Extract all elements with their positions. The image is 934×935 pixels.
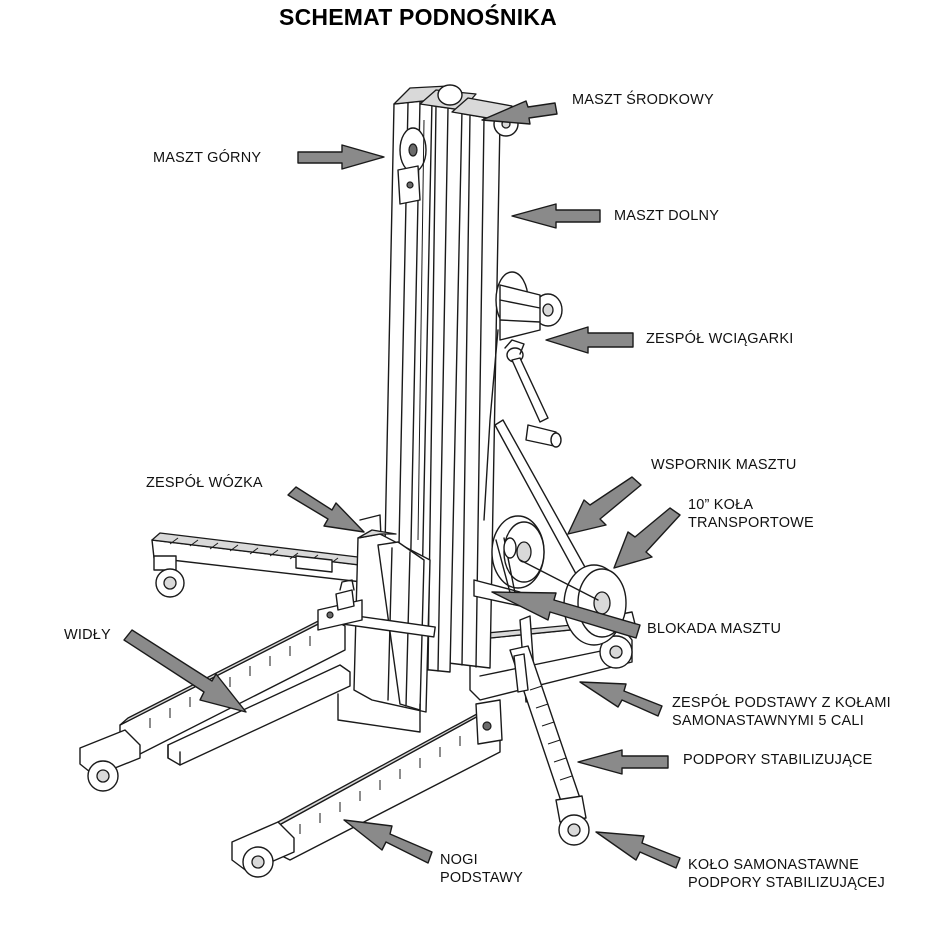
diagram-title: SCHEMAT PODNOŚNIKA [279,4,557,30]
label-nogi-podstawy: NOGI PODSTAWY [440,852,523,886]
winch-assembly [483,271,563,521]
arrow-maszt-srodkowy [481,100,558,125]
arrow-podpory-stabilizujace [577,749,669,775]
label-widly: WIDŁY [64,627,111,643]
label-zespol-wciagarki: ZESPÓŁ WCIĄGARKI [646,331,794,347]
label-maszt-dolny: MASZT DOLNY [614,208,720,224]
carriage [317,529,436,733]
arrow-kola-transportowe [613,507,681,569]
arrow-zespol-wciagarki [545,326,634,354]
outrigger [509,645,590,846]
label-zespol-wozka: ZESPÓŁ WÓZKA [146,475,263,491]
mast [381,84,519,696]
arrow-blokada-masztu [491,591,641,639]
arrow-maszt-dolny [511,203,601,229]
label-blokada-masztu: BLOKADA MASZTU [647,621,782,637]
label-podpory-stabilizujace: PODPORY STABILIZUJĄCE [683,752,873,768]
rear-base-leg [151,514,383,598]
label-kolo-samonastawne: KOŁO SAMONASTAWNE PODPORY STABILIZUJĄCEJ [688,857,885,891]
label-maszt-srodkowy: MASZT ŚRODKOWY [572,92,714,108]
arrow-zespol-podstawy [579,681,663,717]
callout-arrows [123,100,681,869]
fork-right [231,699,503,878]
arrow-maszt-gorny [297,144,385,170]
arrow-widly [123,629,247,713]
label-maszt-gorny: MASZT GÓRNY [153,150,262,166]
label-wspornik-masztu: WSPORNIK MASZTU [651,457,797,473]
arrow-wspornik-masztu [567,476,642,535]
arrow-zespol-wozka [287,486,365,533]
arrow-nogi-podstawy [343,819,433,864]
label-kola-transportowe: 10” KOŁA TRANSPORTOWE [688,497,814,531]
arrow-kolo-samonastawne [595,831,681,869]
label-zespol-podstawy: ZESPÓŁ PODSTAWY Z KOŁAMI SAMONASTAWNYMI … [672,695,891,729]
